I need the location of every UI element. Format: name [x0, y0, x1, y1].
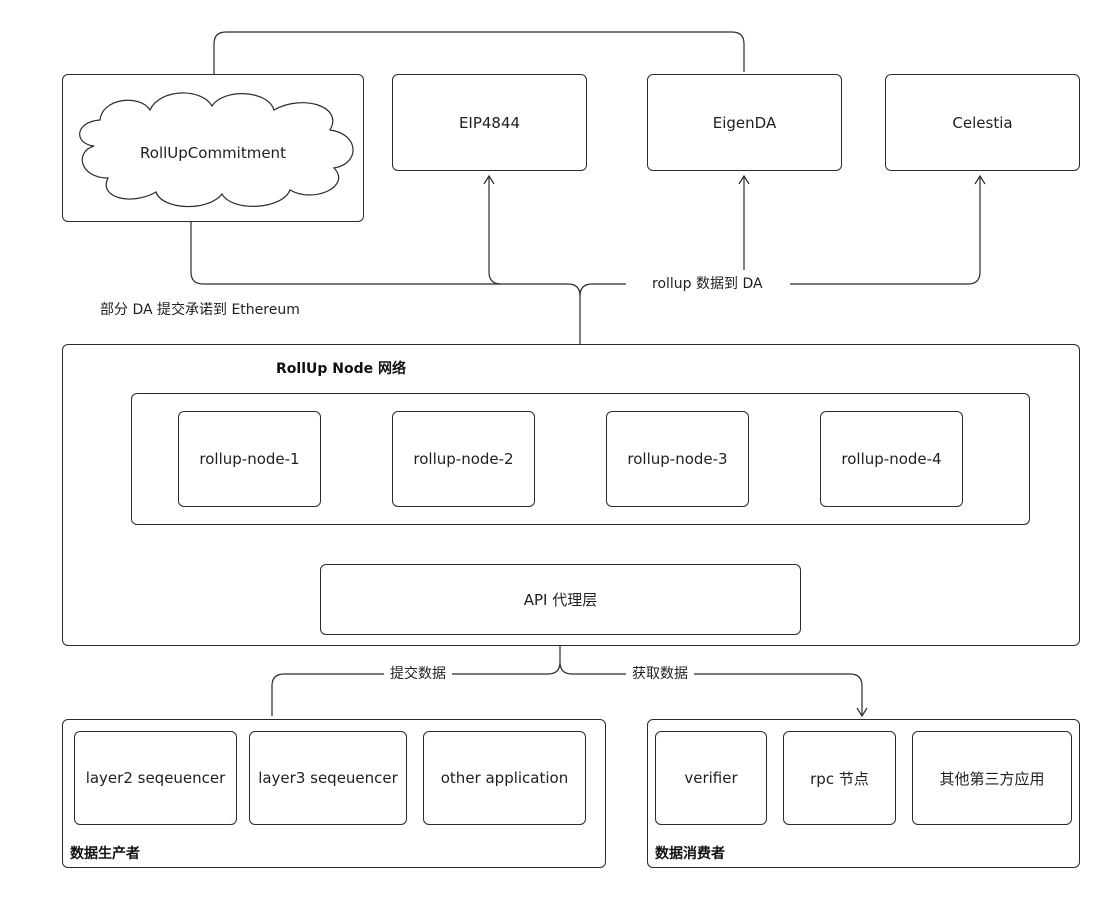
rollup-node-4: rollup-node-4 [820, 411, 963, 507]
api-proxy-box: API 代理层 [320, 564, 801, 635]
producer-other: other application [423, 731, 586, 825]
rollup-node-1-label: rollup-node-1 [199, 450, 300, 468]
node-network-title: RollUp Node 网络 [276, 361, 406, 377]
consumer-rpc-label: rpc 节点 [810, 769, 869, 788]
consumer-third-party: 其他第三方应用 [912, 731, 1072, 825]
producer-layer2: layer2 seqeuencer [74, 731, 237, 825]
eip4844-box: EIP4844 [392, 74, 587, 171]
consumer-rpc: rpc 节点 [783, 731, 896, 825]
rollup-node-1: rollup-node-1 [178, 411, 321, 507]
producer-layer2-label: layer2 seqeuencer [85, 769, 226, 787]
rollup-to-da-label: rollup 数据到 DA [648, 275, 767, 293]
rollup-node-2: rollup-node-2 [392, 411, 535, 507]
producer-layer3: layer3 seqeuencer [249, 731, 407, 825]
consumers-title: 数据消费者 [655, 846, 725, 862]
trunk-to-commitment-edge [185, 206, 501, 285]
commitment-cloud [79, 92, 354, 208]
rollup-node-3: rollup-node-3 [606, 411, 749, 507]
trunk-left-branch [483, 174, 581, 297]
eip4844-label: EIP4844 [458, 113, 521, 132]
consumer-verifier: verifier [655, 731, 767, 825]
producer-layer3-label: layer3 seqeuencer [258, 769, 398, 787]
rollup-node-3-label: rollup-node-3 [627, 450, 728, 468]
commitment-label: RollUpCommitment [140, 144, 286, 162]
trunk-to-celestia-edge [790, 174, 986, 285]
producers-title: 数据生产者 [70, 846, 140, 862]
eigenda-box: EigenDA [647, 74, 842, 171]
rollup-node-4-label: rollup-node-4 [841, 450, 942, 468]
producer-other-label: other application [440, 769, 569, 787]
celestia-label: Celestia [952, 113, 1013, 132]
rollup-node-2-label: rollup-node-2 [413, 450, 514, 468]
consumer-verifier-label: verifier [684, 769, 738, 787]
fetch-data-label: 获取数据 [626, 665, 694, 683]
eigenda-label: EigenDA [712, 113, 777, 132]
consumer-third-party-label: 其他第三方应用 [939, 769, 1045, 788]
commit-to-eth-label: 部分 DA 提交承诺到 Ethereum [100, 301, 300, 319]
api-to-consumers-edge [559, 661, 868, 718]
celestia-box: Celestia [885, 74, 1080, 171]
eigenda-to-commitment-edge [208, 31, 745, 92]
submit-data-label: 提交数据 [384, 665, 452, 683]
api-proxy-label: API 代理层 [523, 591, 598, 609]
